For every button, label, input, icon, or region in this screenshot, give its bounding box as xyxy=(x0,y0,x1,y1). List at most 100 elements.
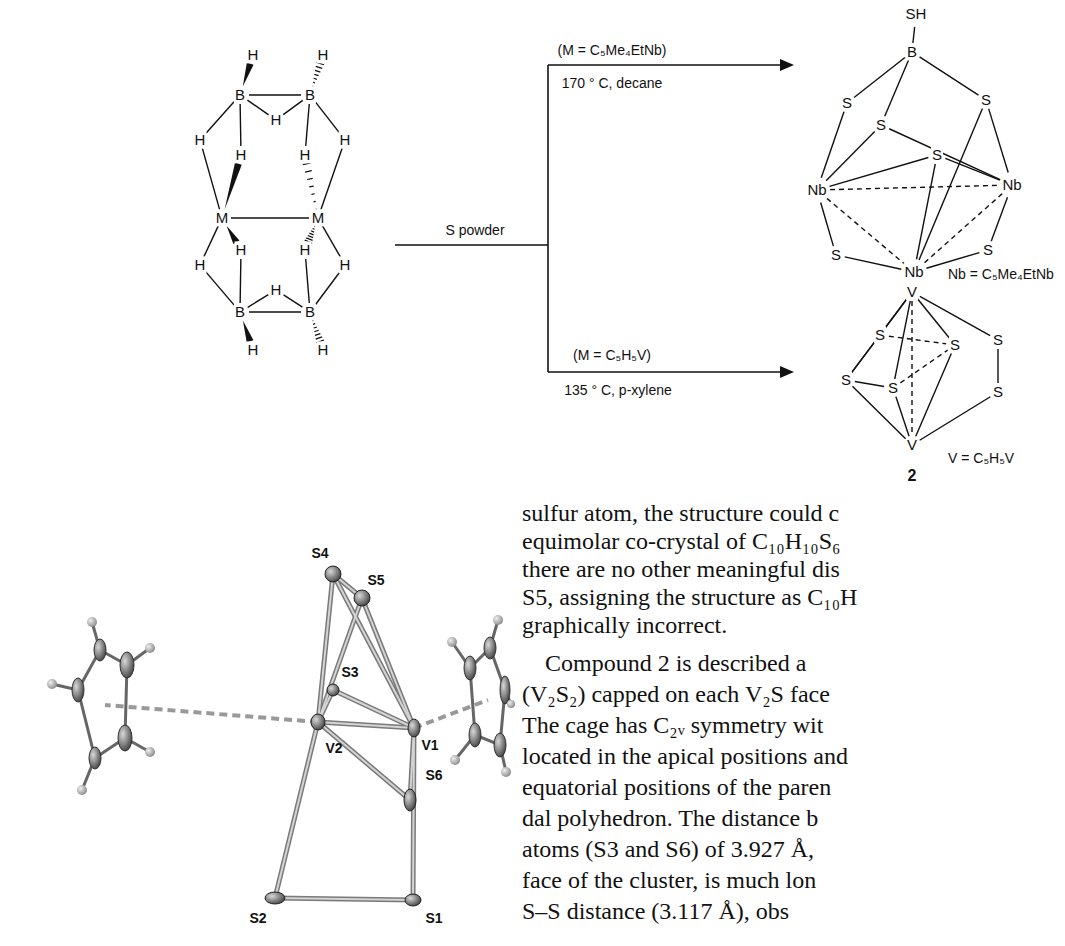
atom-label: H xyxy=(235,146,248,163)
bond-line xyxy=(322,226,340,257)
atom-label: S6 xyxy=(425,767,442,783)
bond-line xyxy=(851,342,874,373)
bond-line xyxy=(821,112,844,178)
bond-line xyxy=(321,149,342,210)
bond-line xyxy=(316,102,340,133)
body-text: sulfur atom, the structure could c xyxy=(522,500,839,528)
hashed-bond xyxy=(311,193,314,195)
atom-label: S xyxy=(949,336,961,353)
body-text: there are no other meaningful dis xyxy=(522,556,840,584)
sulfur-atom xyxy=(265,566,421,906)
atom-label: B xyxy=(906,43,918,60)
atom-label: S xyxy=(840,371,852,388)
bond-line xyxy=(204,226,218,257)
bond-line xyxy=(283,100,302,114)
atom-label: S xyxy=(931,146,943,163)
body-text: Compound 2 is described a xyxy=(545,650,806,678)
atom-label: B xyxy=(304,303,316,320)
hashed-bond xyxy=(308,235,313,237)
hashed-bond xyxy=(313,82,315,84)
body-text: S5, assigning the structure as C₁₀H xyxy=(522,584,857,612)
atom-label: M xyxy=(311,209,326,226)
hydrogen-atom xyxy=(47,615,515,795)
bond-line xyxy=(239,259,241,303)
body-text: The cage has C₂ᵥ symmetry wit xyxy=(522,712,823,740)
atom-label: V xyxy=(906,436,918,453)
bond-line xyxy=(919,108,983,260)
bond-line xyxy=(991,197,1007,241)
atom-label: S xyxy=(875,116,887,133)
body-text: equimolar co-crystal of C₁₀H₁₀S₆ xyxy=(522,528,840,556)
bond-line xyxy=(920,296,990,335)
hashed-bond xyxy=(314,327,317,328)
atom-label: B xyxy=(304,86,316,103)
bond-line xyxy=(829,158,928,187)
bond-line xyxy=(239,104,241,146)
atom-label: H xyxy=(317,341,330,358)
atom-label: S xyxy=(992,383,1004,400)
hashed-bond xyxy=(316,66,322,68)
dashed-bond xyxy=(830,185,999,189)
hashed-bond xyxy=(314,201,316,203)
bond-line xyxy=(284,295,303,307)
atom-label: H xyxy=(247,341,260,358)
body-text: equatorial positions of the paren xyxy=(522,774,831,802)
hashed-bond xyxy=(313,323,315,325)
legend-note: V = C₅H₅V xyxy=(948,450,1014,466)
hashed-bond xyxy=(311,231,314,232)
atom-label: S5 xyxy=(367,572,384,588)
centroid-line xyxy=(105,700,488,728)
condition-label: (M = C₅Me₄EtNb) xyxy=(558,42,667,58)
wedge-bond xyxy=(243,321,253,343)
reaction-arrow xyxy=(395,65,782,372)
bond-line xyxy=(885,60,909,116)
hashed-bond xyxy=(315,334,320,336)
atom-label: H xyxy=(270,111,283,128)
bond-line xyxy=(845,257,902,269)
atom-label: M xyxy=(215,209,230,226)
dashed-bond xyxy=(924,194,1003,264)
bond-line xyxy=(249,311,301,312)
body-text: located in the apical positions and xyxy=(522,743,848,771)
atom-label: S xyxy=(841,94,853,111)
atom-label: Nb xyxy=(806,181,827,198)
atom-label: S xyxy=(992,331,1004,348)
bond-line xyxy=(248,295,269,308)
atom-label: H xyxy=(299,241,312,258)
hashed-bond xyxy=(309,233,313,235)
legend-note: Nb = C₅Me₄EtNb xyxy=(948,266,1054,282)
atom-label: V1 xyxy=(421,737,438,753)
atom-label: S4 xyxy=(311,545,328,561)
dashed-bond xyxy=(889,336,946,344)
bond-line xyxy=(854,58,905,98)
bond-line xyxy=(855,382,884,387)
atom-label: H xyxy=(247,46,260,63)
atom-label: H xyxy=(339,256,352,273)
atom-label: H xyxy=(194,131,207,148)
body-text: graphically incorrect. xyxy=(522,612,727,640)
atom-label: S xyxy=(982,241,994,258)
bond-line xyxy=(926,253,979,269)
crystal-bond xyxy=(275,574,414,900)
bond-line xyxy=(247,100,268,115)
condition-label: 170 ° C, decane xyxy=(562,75,663,91)
dashed-bond xyxy=(827,198,904,263)
atom-label: S xyxy=(830,246,842,263)
atom-label: H xyxy=(317,46,330,63)
bond-line xyxy=(306,104,310,146)
atom-label: Nb xyxy=(903,263,924,280)
body-text: S–S distance (3.117 Å), obs xyxy=(522,898,789,926)
atom-label: S3 xyxy=(341,664,358,680)
atom-label: V2 xyxy=(325,740,342,756)
hashed-bond xyxy=(313,228,315,230)
hashed-bond xyxy=(309,185,313,187)
hashed-bond xyxy=(315,70,320,72)
carbon-atom xyxy=(72,637,510,769)
bond-line xyxy=(231,217,309,218)
atom-label: H xyxy=(270,281,283,298)
hashed-bond xyxy=(314,330,318,331)
atom-label: H xyxy=(299,146,312,163)
